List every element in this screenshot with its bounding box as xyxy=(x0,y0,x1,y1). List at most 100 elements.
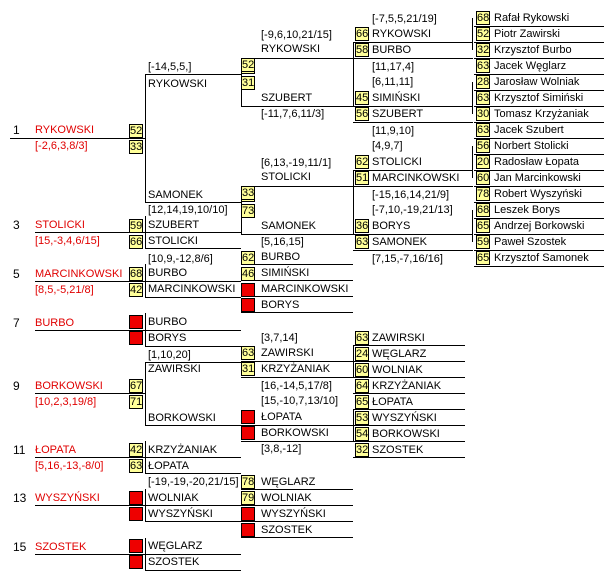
bracket-line xyxy=(353,441,465,442)
bracket-line xyxy=(474,138,604,139)
match-player: BORKOWSKI xyxy=(372,428,440,440)
red-placeholder-box xyxy=(241,283,255,297)
bracket-line xyxy=(145,74,146,202)
set-scores: [-11,7,6,11/3] xyxy=(261,108,325,120)
seed-player-name: WYSZYŃSKI xyxy=(35,492,100,504)
red-placeholder-box xyxy=(129,491,143,505)
set-scores: [1,10,20] xyxy=(148,349,191,361)
red-placeholder-box xyxy=(241,426,255,440)
bracket-line xyxy=(35,393,145,394)
set-scores: [12,14,19,10/10] xyxy=(148,204,228,216)
seed-score: 28 xyxy=(476,75,490,89)
place-rank: 13 xyxy=(13,491,27,505)
set-scores: [6,11,11] xyxy=(372,76,414,88)
set-scores: [3,7,14] xyxy=(261,332,298,344)
bracket-line xyxy=(353,250,473,251)
score-box: 36 xyxy=(355,219,369,233)
draw-player-name: Leszek Borys xyxy=(494,204,561,216)
match-player: WĘGLARZ xyxy=(261,476,316,488)
bracket-line xyxy=(474,106,604,107)
seed-score: 68 xyxy=(476,203,490,217)
draw-player-name: Tomasz Krzyżaniak xyxy=(494,108,589,120)
score-box: 63 xyxy=(241,346,255,360)
score-box: 45 xyxy=(355,91,369,105)
match-player: STOLICKI xyxy=(261,171,311,183)
draw-player-name: Norbert Stolicki xyxy=(494,140,569,152)
bracket-line xyxy=(145,473,241,474)
bracket-line xyxy=(241,280,353,281)
match-player: SZOSTEK xyxy=(148,556,200,568)
match-player: BORYS xyxy=(261,299,300,311)
match-player: WYSZYŃSKI xyxy=(261,508,326,520)
bracket-line xyxy=(241,441,353,442)
bracket-line xyxy=(145,362,146,425)
seed-player-name: ŁOPATA xyxy=(35,444,76,456)
score-box: 62 xyxy=(355,155,369,169)
seed-score: 60 xyxy=(476,171,490,185)
bracket-line xyxy=(353,170,354,234)
match-player: MARCINKOWSKI xyxy=(148,283,236,295)
match-player: SZUBERT xyxy=(148,219,200,231)
match-player: BORYS xyxy=(372,220,411,232)
seed-player-sets: [8,5,-5,21/8] xyxy=(35,284,94,296)
score-box: 31 xyxy=(241,76,255,90)
score-box: 78 xyxy=(241,475,255,489)
draw-player-name: Robert Wyszyński xyxy=(494,188,582,200)
bracket-line xyxy=(145,521,241,522)
match-player: ŁOPATA xyxy=(372,396,413,408)
seed-score: 63 xyxy=(476,91,490,105)
bracket-line xyxy=(145,248,241,249)
match-player: WYSZYŃSKI xyxy=(148,508,213,520)
score-box: 32 xyxy=(355,443,369,457)
match-player: WĘGLARZ xyxy=(372,348,427,360)
match-player: MARCINKOWSKI xyxy=(261,283,349,295)
match-player: ZAWIRSKI xyxy=(148,363,201,375)
bracket-line xyxy=(145,202,241,203)
match-player: SZOSTEK xyxy=(372,444,424,456)
red-placeholder-box xyxy=(241,298,255,312)
set-scores: [-19,-19,-20,21/15] xyxy=(148,476,239,488)
score-box: 71 xyxy=(129,395,143,409)
match-player: BURBO xyxy=(372,44,412,56)
match-player: ZAWIRSKI xyxy=(372,332,425,344)
match-player: WYSZYŃSKI xyxy=(372,412,437,424)
bracket-line xyxy=(241,296,353,297)
bracket-line xyxy=(241,505,353,506)
match-player: RYKOWSKI xyxy=(261,43,321,55)
draw-player-name: Rafał Rykowski xyxy=(494,12,570,24)
seed-player-name: MARCINKOWSKI xyxy=(35,268,123,280)
bracket-line xyxy=(35,330,241,331)
bracket-line xyxy=(474,58,604,59)
bracket-line xyxy=(474,250,604,251)
bracket-line xyxy=(474,26,604,27)
bracket-line xyxy=(241,264,353,265)
red-placeholder-box xyxy=(129,539,143,553)
score-box: 53 xyxy=(355,411,369,425)
draw-player-name: Andrzej Borkowski xyxy=(494,220,585,232)
place-rank: 15 xyxy=(13,540,27,554)
bracket-line xyxy=(145,570,241,571)
score-box: 73 xyxy=(241,204,255,218)
bracket-line xyxy=(145,538,146,570)
set-scores: [11,9,10] xyxy=(372,125,414,137)
bracket-line xyxy=(145,441,146,473)
bracket-line xyxy=(145,362,241,363)
red-placeholder-box xyxy=(241,507,255,521)
score-box: 67 xyxy=(129,379,143,393)
match-player: RYKOWSKI xyxy=(148,78,208,90)
bracket-line xyxy=(353,170,473,171)
score-box: 58 xyxy=(355,43,369,57)
score-box: 46 xyxy=(241,267,255,281)
place-rank: 7 xyxy=(13,316,20,330)
bracket-line xyxy=(241,186,242,234)
score-box: 68 xyxy=(129,267,143,281)
bracket-line xyxy=(474,170,604,171)
red-placeholder-box xyxy=(241,410,255,424)
match-player: ŁOPATA xyxy=(261,411,302,423)
score-box: 33 xyxy=(129,140,143,154)
score-box: 24 xyxy=(355,347,369,361)
bracket-line xyxy=(241,106,353,107)
score-box: 31 xyxy=(241,362,255,376)
draw-player-name: Krzysztof Burbo xyxy=(494,44,572,56)
place-rank: 5 xyxy=(13,267,20,281)
